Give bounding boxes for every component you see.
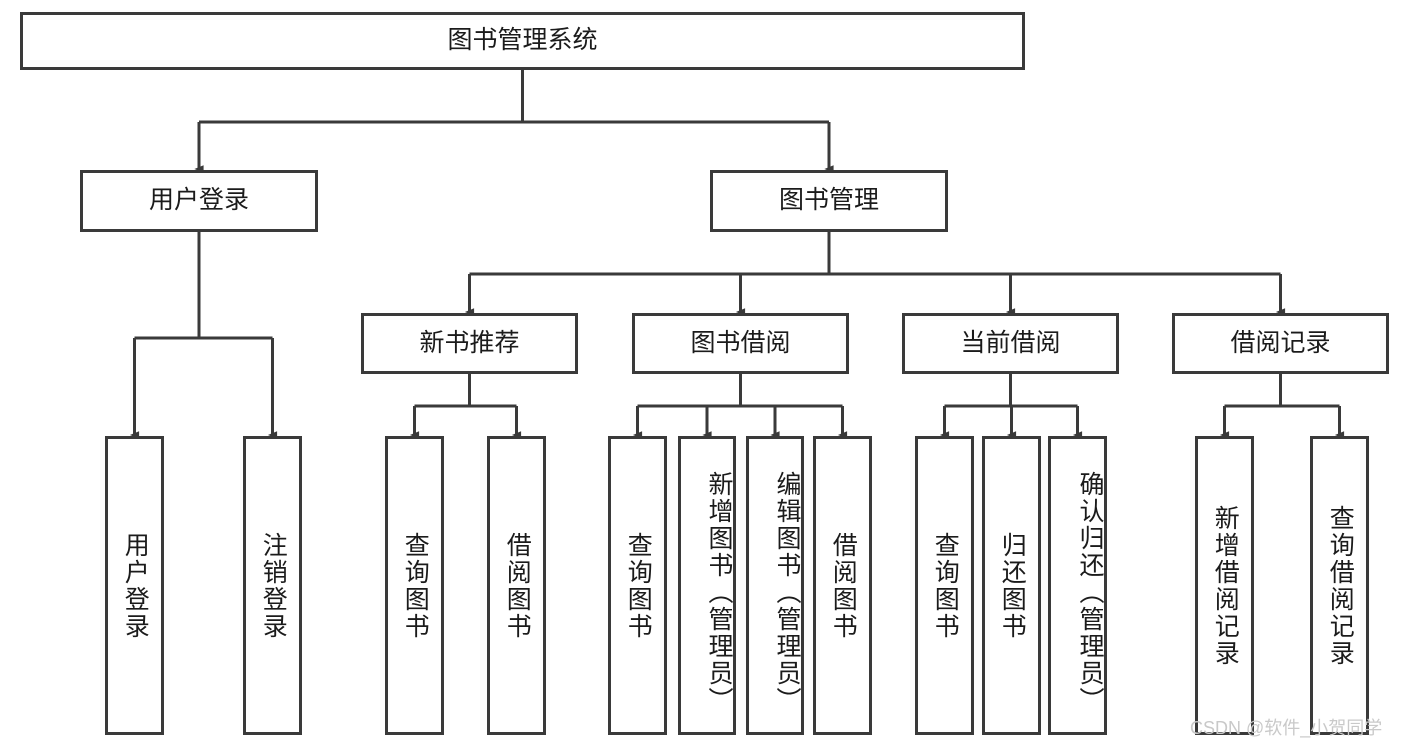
node-l-bk-edit[interactable]: 编辑图书（管理员） [746, 436, 804, 735]
node-l-bk-query[interactable]: 查询图书 [608, 436, 667, 735]
node-current[interactable]: 当前借阅 [902, 313, 1119, 374]
node-l-bk-add[interactable]: 新增图书（管理员） [678, 436, 736, 735]
node-l-bk-borrow[interactable]: 借阅图书 [813, 436, 872, 735]
node-l-cu-return[interactable]: 归还图书 [982, 436, 1041, 735]
node-l-login[interactable]: 用户登录 [105, 436, 164, 735]
node-l-nb-query[interactable]: 查询图书 [385, 436, 444, 735]
node-l-rc-add[interactable]: 新增借阅记录 [1195, 436, 1254, 735]
node-bookmgmt[interactable]: 图书管理 [710, 170, 948, 232]
csdn-watermark: CSDN @软件_小贺同学 [1190, 718, 1383, 738]
node-login[interactable]: 用户登录 [80, 170, 318, 232]
node-l-cu-query[interactable]: 查询图书 [915, 436, 974, 735]
node-l-cu-confirm[interactable]: 确认归还（管理员） [1048, 436, 1107, 735]
node-l-logout[interactable]: 注销登录 [243, 436, 302, 735]
node-records[interactable]: 借阅记录 [1172, 313, 1389, 374]
node-l-nb-borrow[interactable]: 借阅图书 [487, 436, 546, 735]
node-newbook[interactable]: 新书推荐 [361, 313, 578, 374]
node-root[interactable]: 图书管理系统 [20, 12, 1025, 70]
node-l-rc-query[interactable]: 查询借阅记录 [1310, 436, 1369, 735]
node-borrow[interactable]: 图书借阅 [632, 313, 849, 374]
